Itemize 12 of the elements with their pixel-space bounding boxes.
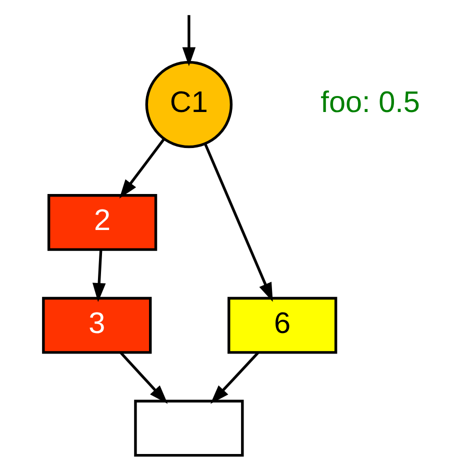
- node-box: 6: [228, 296, 338, 354]
- arrow: [204, 143, 273, 302]
- arrow: [182, 15, 196, 66]
- arrow: [119, 138, 165, 198]
- node-box: [134, 400, 244, 457]
- node-label: foo: 0.5: [320, 86, 420, 120]
- arrow: [92, 250, 106, 302]
- arrow: [210, 352, 260, 404]
- arrow: [120, 352, 168, 404]
- node-box: 2: [47, 194, 158, 251]
- node-box: 3: [42, 296, 152, 354]
- node-circle: C1: [145, 60, 233, 148]
